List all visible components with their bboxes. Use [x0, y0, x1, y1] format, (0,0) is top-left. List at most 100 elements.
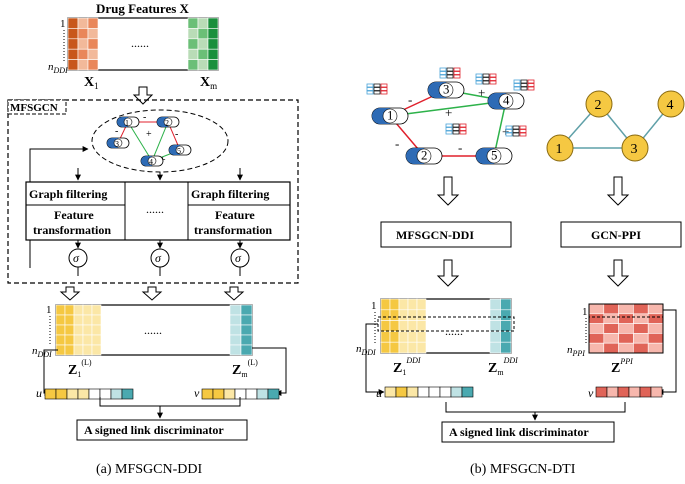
matrix-cell	[647, 333, 664, 344]
matrix-cell	[240, 344, 253, 356]
matrix-cell	[73, 304, 84, 316]
matrix-cell	[588, 303, 605, 315]
svg-text:1: 1	[46, 304, 52, 316]
drug-node: 3	[427, 81, 465, 99]
matrix-cell	[64, 344, 75, 356]
matrix-cell	[87, 17, 99, 29]
v-vector	[201, 388, 280, 400]
feature-block-x1	[67, 17, 99, 71]
panel-a: Drug Features X ...... 1 nDDI X1 Xm MFSG…	[7, 1, 299, 477]
matrix-cell	[489, 341, 501, 354]
vector-cell	[77, 388, 90, 400]
matrix-cell	[187, 48, 199, 60]
protein-node: 4	[657, 90, 685, 118]
discriminator-box-b	[441, 421, 615, 443]
row-one-label: 1	[60, 18, 66, 30]
matrix-cell	[82, 324, 93, 336]
vector-cell	[439, 386, 452, 398]
vector-cell	[88, 388, 101, 400]
svg-text:......: ......	[445, 324, 463, 338]
vector-cell	[384, 386, 397, 398]
matrix-cell	[398, 341, 409, 354]
vector-cell	[650, 386, 663, 398]
matrix-cell	[207, 59, 219, 71]
matrix-cell	[407, 341, 418, 354]
matrix-cell	[77, 38, 89, 50]
matrix-cell	[64, 314, 75, 326]
vector-cell	[628, 386, 641, 398]
matrix-cell	[77, 59, 89, 71]
xm-label: Xm	[200, 75, 217, 91]
graph-filtering-2: Graph filtering	[191, 187, 269, 201]
matrix-cell	[647, 313, 664, 324]
protein-node: 3	[621, 134, 649, 162]
matrix-cell	[197, 28, 209, 40]
drug-node: 5	[475, 147, 513, 165]
matrix-cell	[82, 344, 93, 356]
matrix-cell	[407, 298, 418, 311]
vector-cell	[245, 388, 258, 400]
matrix-cell	[240, 324, 253, 336]
matrix-cell	[380, 320, 391, 332]
matrix-cell	[77, 48, 89, 60]
matrix-cell	[187, 38, 199, 50]
matrix-cell	[91, 304, 102, 316]
drug-node: 2	[405, 147, 443, 165]
z1-label: Z1(L)	[68, 358, 92, 379]
matrix-cell	[207, 28, 219, 40]
matrix-cell	[240, 304, 253, 316]
matrix-cell	[67, 59, 79, 71]
svg-text:-: -	[408, 92, 412, 107]
matrix-cell	[603, 303, 619, 315]
vector-cell	[595, 386, 608, 398]
matrix-cell	[67, 17, 79, 29]
mfsgcn-label: MFSGCN	[10, 102, 58, 114]
matrix-cell	[207, 38, 219, 50]
matrix-cell	[67, 28, 79, 40]
matrix-cell	[73, 334, 84, 346]
matrix-cell	[407, 331, 418, 343]
drug-node: 4	[140, 155, 164, 167]
svg-text:v: v	[588, 386, 594, 400]
matrix-cell	[603, 342, 619, 354]
svg-text:1: 1	[582, 306, 588, 318]
matrix-cell	[416, 331, 427, 343]
svg-text:-: -	[115, 126, 118, 137]
vector-cell	[110, 388, 123, 400]
matrix-cell	[416, 341, 427, 354]
matrix-cell	[500, 341, 512, 354]
matrix-cell	[633, 323, 649, 334]
matrix-cell	[500, 320, 512, 332]
matrix-cell	[55, 314, 66, 326]
matrix-cell	[489, 309, 501, 321]
svg-text:1: 1	[556, 142, 563, 157]
matrix-cell	[77, 28, 89, 40]
matrix-cell	[416, 298, 427, 311]
vector-cell	[44, 388, 57, 400]
vector-cell	[121, 388, 134, 400]
matrix-cell	[489, 298, 501, 311]
feature-transform-2a: Feature	[215, 208, 255, 222]
matrix-cell	[55, 304, 66, 316]
svg-text:3: 3	[443, 83, 449, 97]
matrix-cell	[91, 324, 102, 336]
matrix-cell	[398, 298, 409, 311]
matrix-cell	[389, 309, 400, 321]
mfsgcn-ddi-box	[380, 221, 512, 248]
v-label: v	[194, 386, 200, 400]
svg-text:3: 3	[115, 140, 119, 149]
feature-transform-1b: transformation	[33, 223, 111, 237]
matrix-cell	[240, 314, 253, 326]
svg-text:nDDI: nDDI	[32, 345, 52, 359]
matrix-cell	[647, 303, 664, 315]
drug-node: 3	[106, 137, 130, 149]
matrix-cell	[380, 331, 391, 343]
vector-cell	[201, 388, 214, 400]
matrix-cell	[187, 59, 199, 71]
matrix-cell	[187, 28, 199, 40]
matrix-cell	[633, 313, 649, 324]
feature-transform-2b: transformation	[194, 223, 272, 237]
matrix-cell	[603, 323, 619, 334]
